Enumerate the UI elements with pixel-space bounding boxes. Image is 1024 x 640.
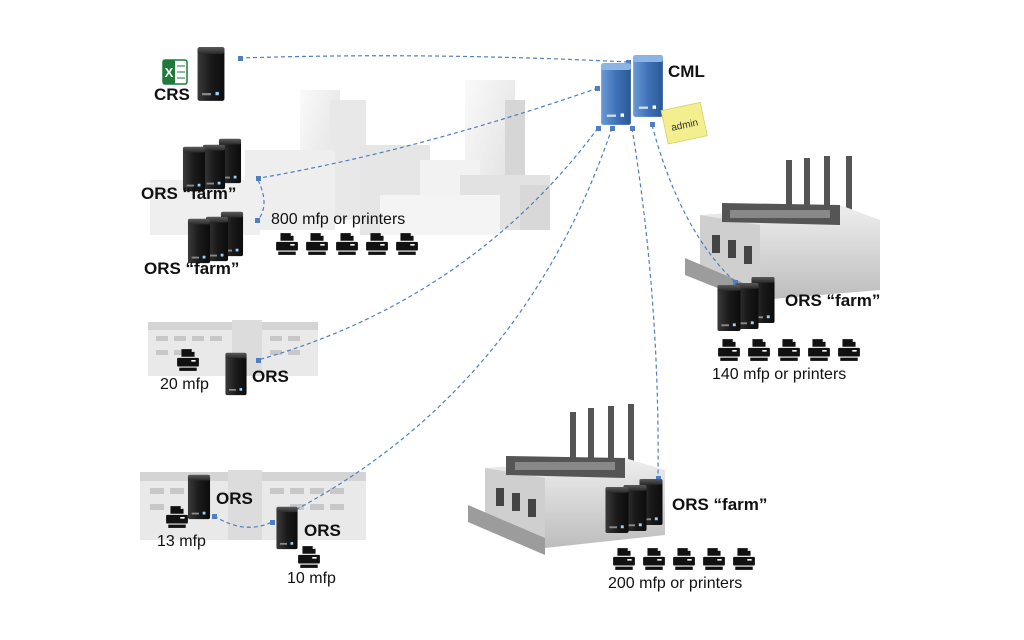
ors-20-label: ORS [252, 367, 289, 386]
printers-800-label: 800 mfp or printers [271, 211, 405, 228]
server-icon [187, 218, 211, 264]
server-icon [197, 47, 225, 101]
sticky-note-icon: admin [660, 101, 708, 145]
office-building-icon [140, 470, 366, 540]
server-icon [605, 486, 629, 534]
ors-farm-top[interactable]: ORS “farm” [141, 138, 242, 203]
printer-icon [335, 232, 359, 256]
link-cml-ors20 [257, 127, 599, 361]
printer-icon [672, 547, 696, 571]
ors-10-node[interactable]: ORS 10 mfp [276, 506, 341, 587]
printer-icon [747, 338, 771, 362]
printer-icon [305, 232, 329, 256]
link-cml-farm-bottom [631, 127, 659, 479]
printer-icon [732, 547, 756, 571]
link-ors13-ors10 [213, 515, 273, 528]
excel-icon: X [162, 59, 188, 85]
server-icon [187, 474, 211, 520]
factory-icon [685, 156, 880, 305]
printer-icon [395, 232, 419, 256]
farm-top-label: ORS “farm” [141, 184, 236, 203]
cml-node[interactable]: CML admin [601, 55, 708, 145]
server-icon [202, 144, 226, 190]
ors-20-node[interactable]: 20 mfp ORS [160, 348, 289, 396]
printer-icon [297, 545, 321, 569]
factory-icon [468, 404, 665, 555]
farm-mid-label: ORS “farm” [144, 259, 239, 278]
link-cml-crs [239, 55, 629, 63]
printers-140-label: 140 mfp or printers [712, 366, 846, 383]
printer-icon [612, 547, 636, 571]
server-icon [633, 55, 663, 117]
printers-200-label: 200 mfp or printers [608, 575, 742, 592]
connection-lines [213, 55, 736, 528]
server-icon [717, 284, 741, 332]
printer-icon [702, 547, 726, 571]
ors-13-label: ORS [216, 489, 253, 508]
printer-icon [275, 232, 299, 256]
server-icon [601, 63, 631, 125]
ors-farm-bottom[interactable]: ORS “farm” 200 mfp or printers [605, 478, 767, 592]
printer-icon [807, 338, 831, 362]
printer-icon [777, 338, 801, 362]
printer-icon [837, 338, 861, 362]
printers-800-group: 800 mfp or printers [271, 211, 419, 256]
server-icon [225, 352, 247, 396]
link-farm-top-farm-mid [257, 179, 265, 221]
printer-icon [365, 232, 389, 256]
mfp-13-label: 13 mfp [157, 533, 206, 550]
farm-right-label: ORS “farm” [785, 291, 880, 310]
ors-farm-right[interactable]: ORS “farm” 140 mfp or printers [712, 276, 880, 383]
printer-icon [642, 547, 666, 571]
link-cml-ors13 [271, 127, 613, 523]
connection-dots [212, 56, 738, 525]
ors-10-label: ORS [304, 521, 341, 540]
ors-farm-mid[interactable]: ORS “farm” [144, 211, 244, 278]
farm-bottom-label: ORS “farm” [672, 495, 767, 514]
crs-node[interactable]: X CRS [154, 47, 225, 104]
crs-label: CRS [154, 85, 190, 104]
mfp-20-label: 20 mfp [160, 376, 209, 393]
mfp-10-label: 10 mfp [287, 570, 336, 587]
link-cml-farm-top [259, 87, 599, 179]
svg-text:X: X [165, 65, 174, 80]
link-cml-farm-right [651, 124, 736, 283]
server-icon [276, 506, 298, 550]
ors-13-node[interactable]: ORS 13 mfp [157, 474, 253, 550]
printer-icon [717, 338, 741, 362]
cml-label: CML [668, 62, 705, 81]
